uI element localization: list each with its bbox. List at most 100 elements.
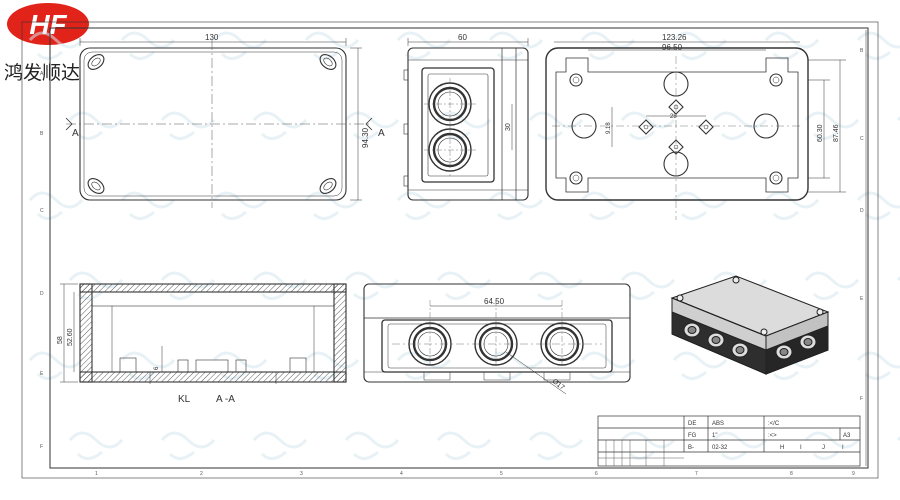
watermark-stroke	[580, 191, 636, 220]
dim-section-inner-height: 52.60	[67, 328, 74, 346]
title-block	[597, 415, 861, 467]
dim-back-height-outer: 87.46	[833, 124, 840, 142]
corner-screw-icon	[87, 178, 105, 194]
back-view	[545, 41, 846, 220]
watermark-stroke	[804, 111, 860, 140]
watermark-stroke	[120, 191, 176, 220]
isometric-view	[670, 275, 830, 375]
zone-left-d: D	[40, 291, 44, 297]
iso-gland-icon	[731, 342, 749, 358]
watermark-stroke	[28, 191, 84, 220]
zone-right-d: D	[860, 208, 864, 214]
watermark-stroke	[28, 351, 84, 380]
zone-bottom-6: 6	[595, 471, 598, 477]
zone-left-b: B	[40, 131, 44, 137]
watermark-stroke	[620, 111, 676, 140]
section-view-labels: 58 52.60 6 KL A -A	[57, 328, 235, 405]
tb-row2-value: 1"	[712, 433, 717, 439]
section-marker-right: A	[378, 128, 385, 139]
side-view-labels: 60 30	[458, 33, 512, 131]
watermark-stroke	[672, 351, 728, 380]
tb-row1-value: ABS	[712, 421, 724, 427]
back-view-labels: 123.26 96.50 28 9.18 60.30 87.46	[606, 33, 840, 142]
zone-left-c: C	[40, 208, 44, 214]
watermark-stroke	[856, 351, 900, 380]
dim-back-height-inner: 60.30	[817, 124, 824, 142]
title-block-text: DE ABS :</C FG 1" :<> A3 B- 02-32 H I J …	[688, 421, 851, 451]
company-name: 鸿发顺达	[4, 62, 81, 84]
watermark-stroke	[764, 191, 820, 220]
dim-side-width: 60	[458, 33, 467, 42]
watermark-stroke	[764, 31, 820, 60]
mounting-hole-icon	[569, 73, 583, 87]
boss-icon	[638, 119, 654, 135]
watermark-stroke	[528, 271, 584, 300]
watermark-stroke	[396, 31, 452, 60]
dim-front-height: 94.30	[361, 127, 370, 148]
mounting-hole-icon	[769, 171, 783, 185]
zone-right-f: F	[860, 396, 863, 402]
watermark-stroke	[120, 31, 176, 60]
tb-row1-label: DE	[688, 421, 696, 427]
section-view	[60, 283, 347, 384]
boss-icon	[698, 119, 714, 135]
dim-side-spacing: 30	[505, 123, 512, 131]
zone-bottom-9: 9	[852, 471, 855, 477]
corner-screw-icon	[319, 54, 337, 70]
zone-right-c: C	[860, 136, 864, 142]
tb-row3-label: B-	[688, 445, 694, 451]
iso-gland-icon	[707, 332, 725, 348]
zone-left-a: A	[40, 71, 44, 77]
zone-right-e: E	[860, 296, 864, 302]
watermark-stroke	[672, 31, 728, 60]
watermark-stroke	[672, 191, 728, 220]
watermark-stroke	[712, 111, 768, 140]
iso-gland-icon	[775, 344, 793, 360]
zone-bottom-4: 4	[400, 471, 403, 477]
watermark-stroke	[160, 111, 216, 140]
front-view-labels: 130 94.30 A A	[72, 33, 385, 148]
dim-back-center: 28	[670, 114, 677, 120]
watermark-pattern	[28, 31, 900, 460]
bottom-view	[363, 283, 631, 395]
zone-bottom-1: 1	[95, 471, 98, 477]
tb-row3-value: 02-32	[712, 445, 728, 451]
zone-bottom-3: 3	[300, 471, 303, 477]
watermark-stroke	[344, 271, 400, 300]
watermark-stroke	[580, 351, 636, 380]
dim-section-rib: 6	[154, 366, 160, 370]
watermark-stroke	[856, 191, 900, 220]
watermark-stroke	[488, 31, 544, 60]
watermark-stroke	[212, 31, 268, 60]
caption-kl: KL	[178, 394, 191, 405]
watermark-stroke	[212, 191, 268, 220]
brand-logo: HF 鸿发顺达	[0, 0, 110, 90]
watermark-stroke	[436, 431, 492, 460]
tb-sheet-size: A3	[843, 433, 851, 439]
tb-letter-i2: I	[842, 445, 844, 451]
drawing-border	[21, 21, 879, 479]
corner-screw-icon	[87, 54, 105, 70]
watermark-stroke	[580, 31, 636, 60]
watermark-stroke	[620, 271, 676, 300]
watermark-stroke	[28, 31, 84, 60]
tb-letter-i: I	[800, 445, 802, 451]
watermark-stroke	[68, 431, 124, 460]
watermark-stroke	[160, 431, 216, 460]
watermark-stroke	[252, 111, 308, 140]
watermark-stroke	[344, 431, 400, 460]
tb-row2-note: :<>	[768, 433, 777, 439]
mounting-hole-icon	[769, 73, 783, 87]
caption-section: A -A	[216, 394, 235, 405]
iso-gland-icon	[683, 322, 701, 338]
watermark-stroke	[304, 191, 360, 220]
tb-letter-h: H	[780, 445, 784, 451]
zone-bottom-2: 2	[200, 471, 203, 477]
dim-back-offset: 9.18	[606, 122, 612, 134]
hf-logo-oval: HF	[7, 3, 89, 45]
dim-front-width: 130	[205, 33, 219, 42]
tb-row1-note: :</C	[768, 421, 780, 427]
border-zone-labels: A B C D E F B C D E F 1 2 3 4 5 6 7 8 9	[40, 48, 864, 477]
side-view	[403, 38, 529, 201]
zone-left-e: E	[40, 371, 44, 377]
